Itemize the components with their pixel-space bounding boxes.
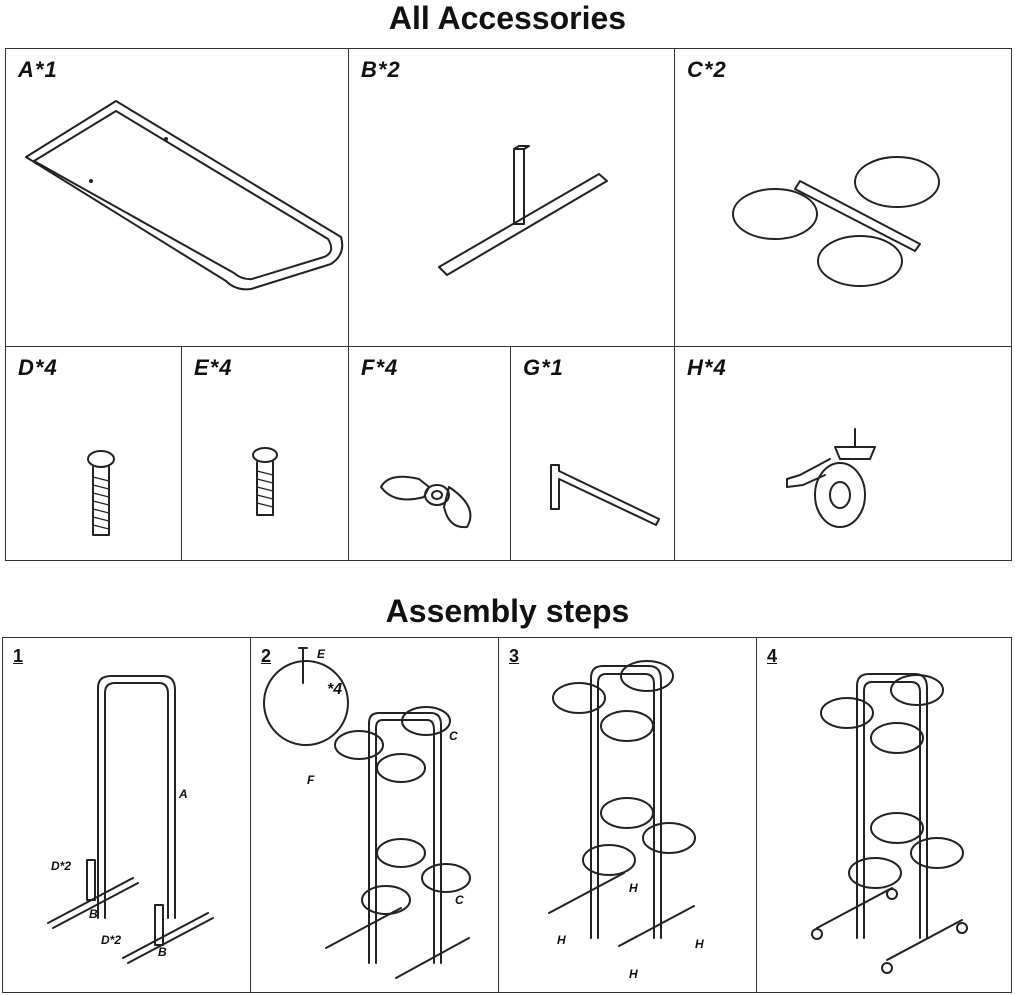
step-1-note-b-left: B [89,907,98,921]
step-1-note-d2-bottom: D*2 [101,933,121,947]
step-3-note-h-center: H [629,881,638,895]
step-3-note-h-bottom: H [629,967,638,981]
accessory-panel-d: D*4 [5,346,183,561]
step-2-note-e: E [317,647,326,661]
step-number-1: 1 [13,646,24,666]
accessory-panel-b: B*2 [348,48,676,348]
t-base-illustration [438,145,608,276]
rectangular-frame-illustration [25,100,344,291]
step-2-note-c-bottom: C [455,893,464,907]
accessory-panel-c: C*2 [674,48,1012,348]
long-screw-icon [87,450,115,536]
step-1-note-b-right: B [158,945,167,959]
accessory-label-h: H*4 [687,355,727,380]
step-3-illustration: H H H H [548,660,704,981]
step-panel-2: 2 E *4 F C C [250,637,500,993]
step-4-illustration [811,673,968,974]
step-3-note-h-left: H [557,933,566,947]
accessory-label-f: F*4 [361,355,399,380]
step-2-note-f: F [307,773,315,787]
step-1-note-d2-top: D*2 [51,859,71,873]
step-number-2: 2 [261,646,272,666]
step-2-illustration: E *4 F C C [263,647,471,979]
ring-holder-illustration [732,156,940,287]
step-number-3: 3 [509,646,520,666]
accessory-panel-a: A*1 [5,48,350,348]
accessory-panel-h: H*4 [674,346,1012,561]
step-1-illustration: A D*2 B D*2 B [47,675,214,964]
wing-nut-icon [380,475,472,529]
hex-key-icon [550,464,660,526]
caster-wheel-icon [786,428,876,528]
accessory-label-e: E*4 [194,355,233,380]
assembly-steps-title: Assembly steps [385,593,630,629]
accessory-label-g: G*1 [523,355,564,380]
accessory-label-d: D*4 [18,355,58,380]
short-screw-icon [252,447,278,516]
step-3-note-h-right: H [695,937,704,951]
accessory-label-b: B*2 [361,57,401,82]
step-number-4: 4 [767,646,778,666]
accessory-label-a: A*1 [18,57,58,82]
step-panel-3: 3 H H H H [498,637,758,993]
accessory-panel-g: G*1 [510,346,676,561]
step-panel-1: 1 A D*2 B D*2 B [2,637,252,993]
accessory-label-c: C*2 [687,57,727,82]
accessories-title: All Accessories [388,0,627,36]
step-2-note-c-top: C [449,729,458,743]
step-1-note-a: A [178,787,188,801]
step-panel-4: 4 [756,637,1012,993]
step-2-note-times4: *4 [327,681,342,698]
accessory-panel-e: E*4 [181,346,350,561]
accessory-panel-f: F*4 [348,346,512,561]
